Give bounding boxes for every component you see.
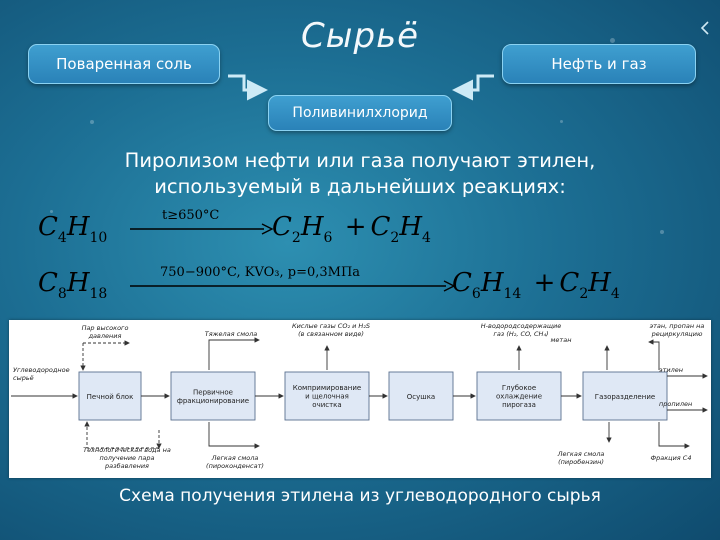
label-light-resin: (пироконденсат) — [206, 462, 264, 470]
equation-1: C4H10 — [38, 212, 107, 246]
label-light-resin: Легкая смола — [211, 454, 259, 462]
label-water: Технологическая вода на — [83, 446, 171, 454]
label-steam: давления — [88, 332, 122, 340]
process-box-label: фракционирование — [177, 397, 249, 405]
label-heavy-resin: Тяжелая смола — [205, 330, 257, 338]
process-box-label: Газоразделение — [595, 393, 655, 401]
heavy-resin-arrow — [208, 337, 260, 370]
label-acid-gases: (в связанном виде) — [298, 330, 364, 338]
eq1-subscript: 10 — [89, 230, 108, 246]
eq2-product-h: H — [588, 268, 611, 298]
label-ethylene: этилен — [659, 366, 683, 374]
background-sparkle — [660, 230, 664, 234]
eq1-product-h: H — [300, 212, 324, 242]
label-methane: метан — [551, 336, 572, 344]
label-c4: Фракция С4 — [651, 454, 692, 462]
eq1-reactant-h: H — [66, 212, 90, 242]
label-steam: Пар высокого — [82, 324, 129, 332]
label-h2-fraction: газ (H₂, CO, CH₄) — [493, 330, 548, 338]
label-feed: сырьё — [13, 374, 34, 382]
arrow-salt-to-pvc — [228, 74, 494, 101]
background-sparkle — [560, 120, 563, 123]
eq2-subscript: 18 — [89, 286, 108, 302]
background-sparkle — [90, 120, 94, 124]
label-water: разбавления — [104, 462, 149, 470]
label-ethane-propane: этан, пропан на — [650, 322, 705, 330]
eq2-product-h: H — [480, 268, 504, 298]
process-box-label: пирогаза — [502, 401, 536, 409]
eq2-subscript: 14 — [503, 286, 522, 302]
process-box-label: охлаждение — [496, 393, 542, 401]
eq1-subscript: 6 — [323, 230, 333, 246]
eq1-subscript: 2 — [390, 230, 400, 246]
process-box — [476, 371, 562, 421]
equation-1-products: C2H6 +C2H4 — [272, 212, 431, 246]
body-text: Пиролизом нефти или газа получают этилен… — [40, 148, 680, 200]
label-acid-gases: Кислые газы CO₂ и H₂S — [292, 322, 370, 330]
equation-2: C8H18 — [38, 268, 107, 302]
eq1-subscript: 2 — [291, 230, 301, 246]
eq2-subscript: 2 — [579, 286, 589, 302]
process-box — [78, 371, 142, 421]
eq1-subscript: 4 — [57, 230, 67, 246]
source-box-oil-gas: Нефть и газ — [502, 44, 696, 84]
equation-2-arrow — [130, 280, 456, 292]
process-box-label: очистка — [312, 401, 341, 409]
eq2-product-c: C — [452, 268, 472, 298]
process-box-label: Осушка — [407, 393, 435, 401]
source-box-salt: Поваренная соль — [28, 44, 220, 84]
label-feed: Углеводородное — [13, 366, 70, 374]
label-h2-fraction: Н-водородсодержащие — [481, 322, 561, 330]
label-water: получение пара — [100, 454, 155, 462]
body-text-line-2: используемый в дальнейших реакциях: — [154, 175, 566, 198]
equation-2-condition: 750−900°C, KVO₃, p=0,3MПa — [160, 265, 361, 280]
eq1-product-h: H — [399, 212, 423, 242]
product-box-pvc: Поливинилхлорид — [268, 95, 452, 131]
label-light-resin-2: (пиробензин) — [558, 458, 604, 466]
water-return-arrow — [84, 421, 159, 449]
process-box-label: Первичное — [193, 389, 233, 397]
recycle-arrow — [648, 339, 660, 370]
process-box — [582, 371, 668, 421]
eq2-subscript: 8 — [57, 286, 67, 302]
label-ethane-propane: рециркуляцию — [651, 330, 703, 338]
eq1-product-c: C — [370, 212, 391, 242]
equation-1-arrow — [130, 223, 274, 235]
process-box-label: Глубокое — [502, 384, 536, 392]
process-box-label: Компримирование — [293, 384, 362, 392]
slide-title: Сырьё — [300, 16, 420, 56]
eq2-plus: + — [533, 268, 556, 298]
c4-arrow — [658, 422, 690, 449]
eq1-plus: + — [344, 212, 367, 242]
light-resin-arrow — [208, 422, 260, 449]
background-sparkle — [610, 38, 615, 43]
eq2-subscript: 4 — [610, 286, 620, 302]
process-box — [388, 371, 454, 421]
eq2-reactant-c: C — [38, 268, 58, 298]
label-propylene: пропилен — [659, 400, 692, 408]
chevron-left-icon[interactable] — [700, 20, 710, 36]
eq1-product-c: C — [272, 212, 292, 242]
eq2-reactant-h: H — [66, 268, 90, 298]
eq1-subscript: 4 — [422, 230, 431, 246]
process-box-label: Печной блок — [87, 393, 134, 401]
background-sparkle — [50, 210, 53, 213]
eq1-reactant-c: C — [38, 212, 58, 242]
label-light-resin-2: Легкая смола — [557, 450, 605, 458]
equation-2-products: C6H14 +C2H4 — [452, 268, 620, 302]
eq2-subscript: 6 — [471, 286, 481, 302]
eq2-product-c: C — [559, 268, 580, 298]
process-box-label: и щелочная — [305, 393, 349, 401]
equation-1-condition: t≥650°C — [162, 208, 220, 223]
body-text-line-1: Пиролизом нефти или газа получают этилен… — [124, 149, 596, 172]
diagram-caption: Схема получения этилена из углеводородно… — [119, 486, 601, 506]
